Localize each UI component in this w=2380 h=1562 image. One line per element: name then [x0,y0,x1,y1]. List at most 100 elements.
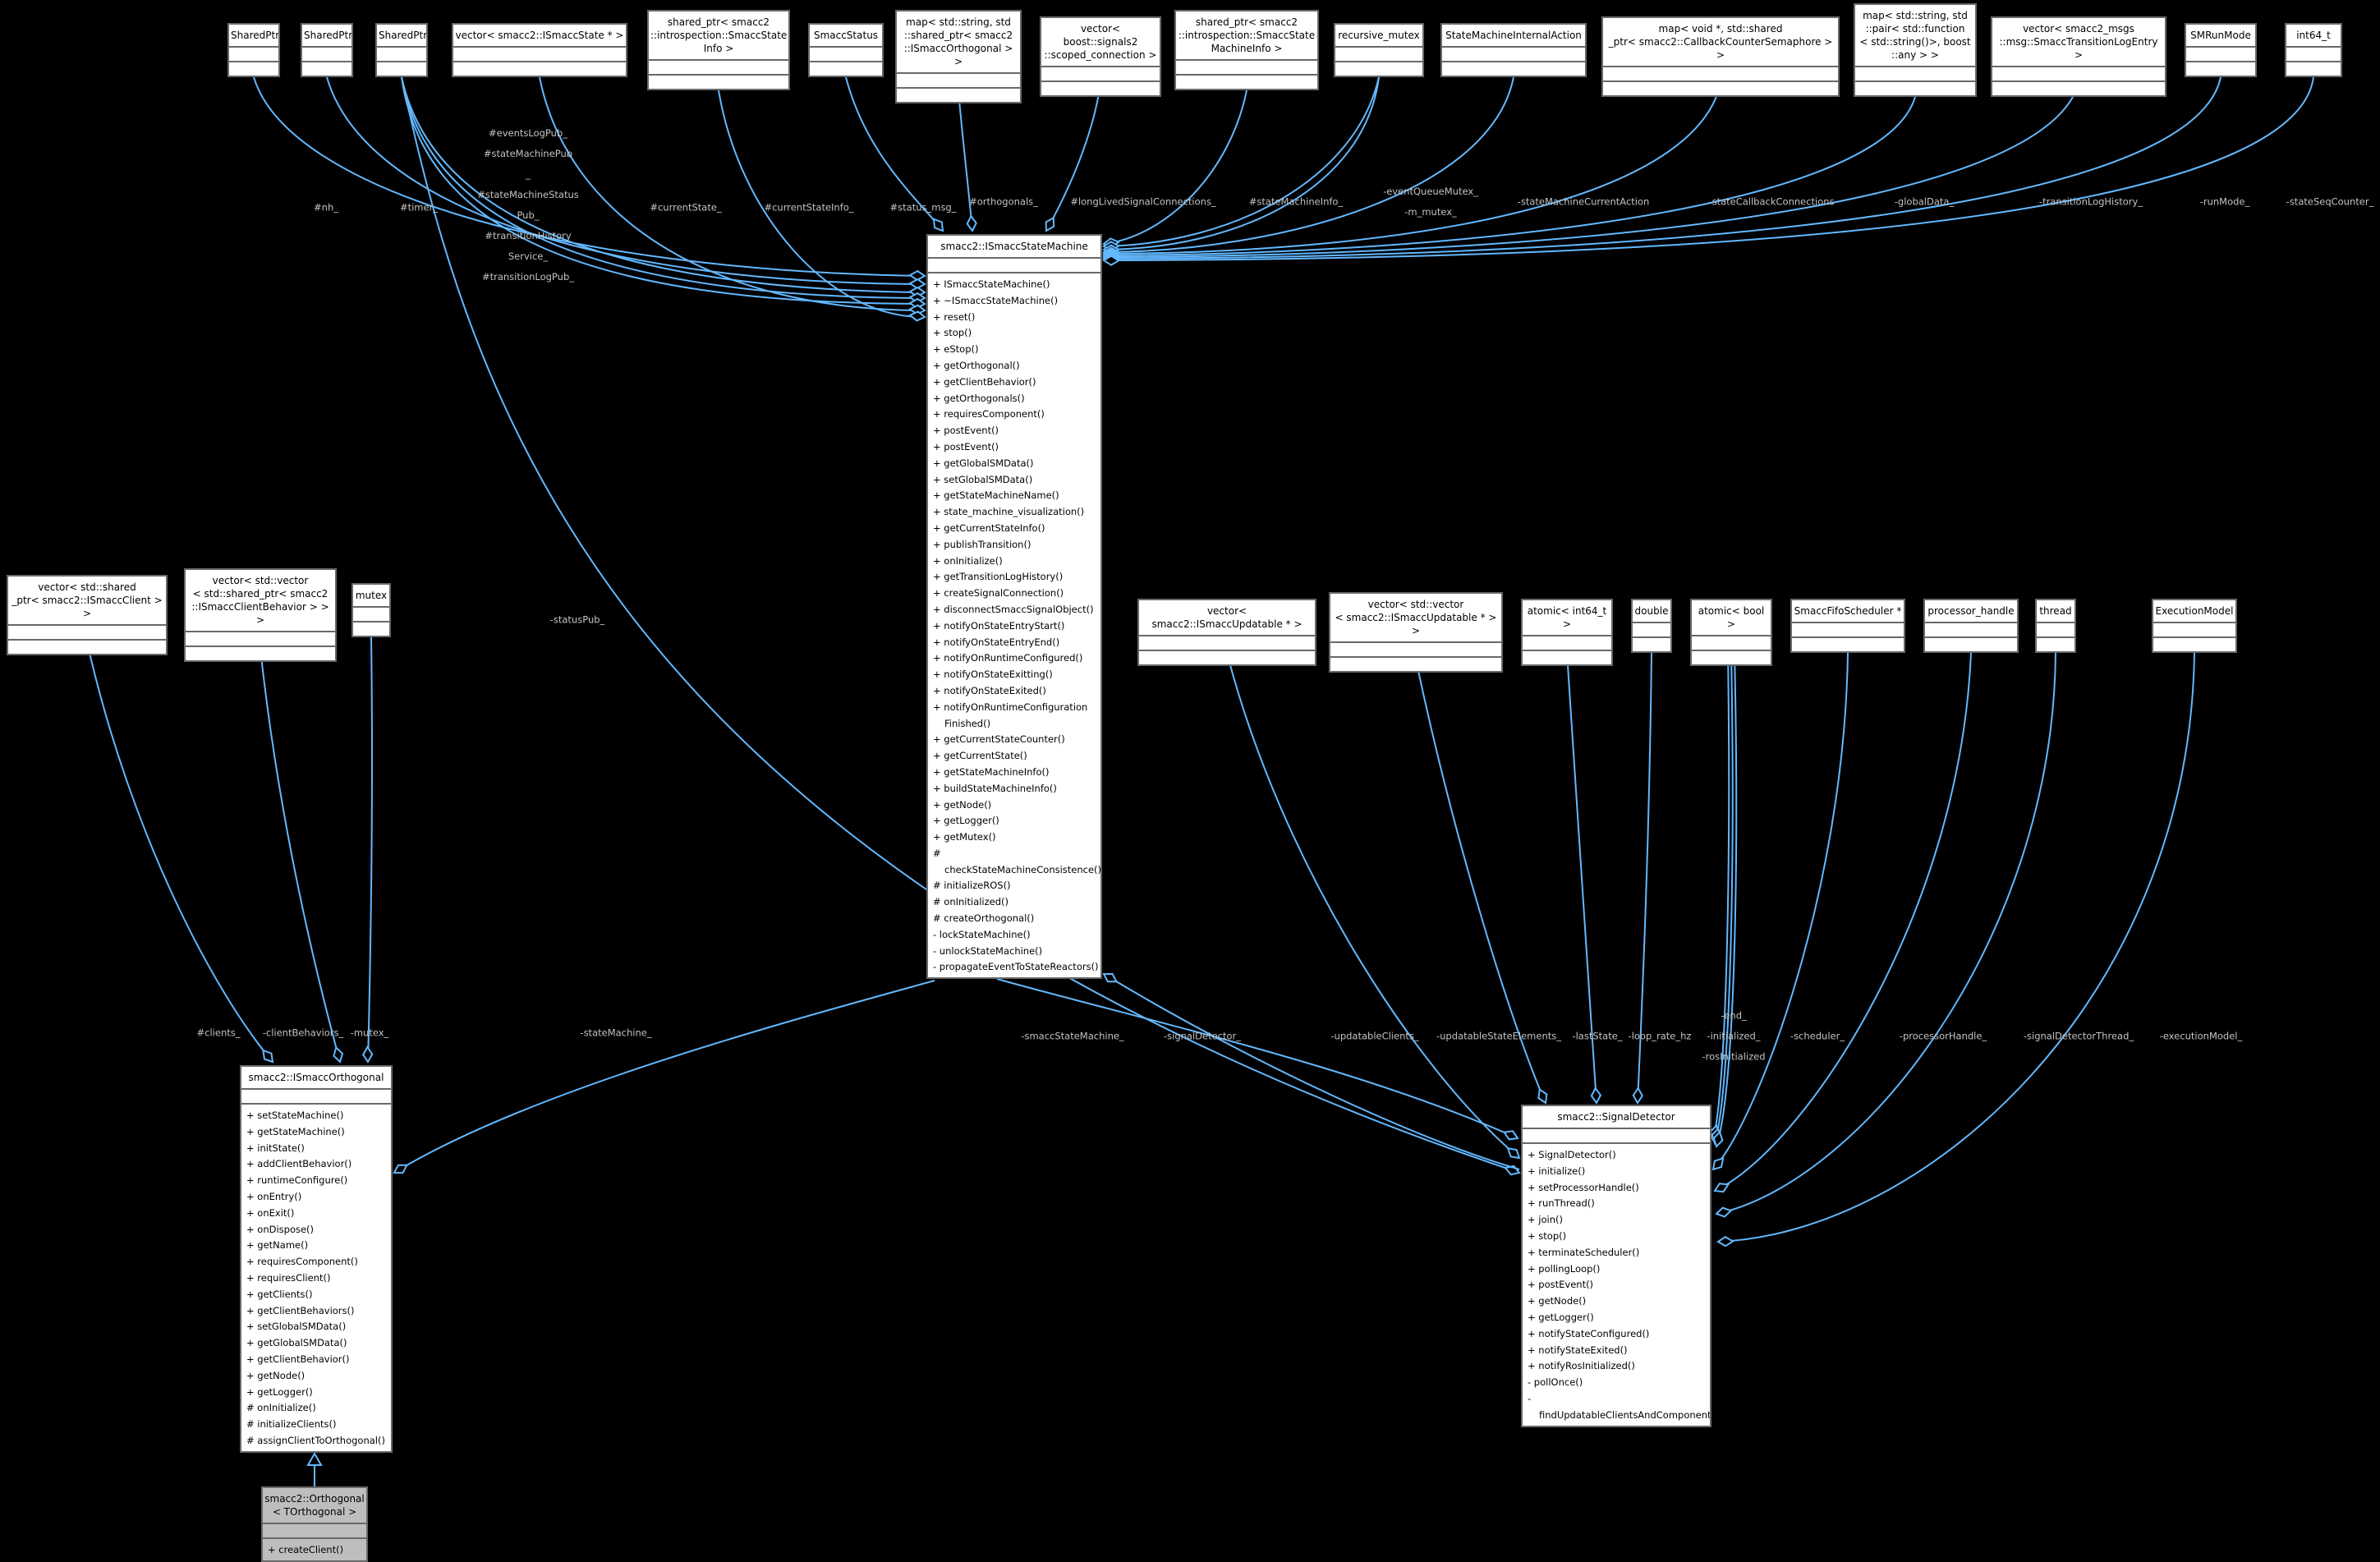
method: + getGlobalSMData() [933,457,1034,469]
method: + runThread() [1528,1197,1595,1210]
node-methods: + ISmaccStateMachine()+ ~ISmaccStateMach… [928,272,1100,977]
type-node-double: double [1631,599,1672,653]
method: + ~ISmaccStateMachine() [933,294,1059,306]
node-attributes [353,606,389,621]
edge-label: #status_msg_ [889,201,957,214]
edge [718,90,926,319]
node-methods [2186,61,2255,76]
type-node-statemachineinternalaction: StateMachineInternalAction [1440,23,1587,77]
method: + reset() [933,310,976,323]
node-attributes [1925,622,2017,636]
node-title: vector< smacc2::ISmaccState * > [455,30,624,41]
edge-label: -smaccStateMachine_ [1021,1030,1124,1042]
node-attributes [1792,622,1904,636]
aggregation-diamond [1502,1130,1519,1141]
method: + runtimeConfigure() [246,1174,348,1187]
edge [1103,83,1721,255]
edge [1716,652,1738,1147]
aggregation-diamond [1537,1087,1548,1105]
edge [367,636,373,1063]
method: + notifyStateExited() [1528,1344,1628,1356]
edge [401,76,926,293]
method: + createSignalConnection() [933,587,1064,600]
edge [1714,652,1972,1192]
type-node-vector-smacctransitionlogentry: vector< smacc2_msgs ::msg::SmaccTransiti… [1991,16,2166,97]
node-attributes [1992,66,2165,80]
edge-label: -eventQueueMutex_ -m_mutex_ [1383,186,1478,218]
edge [401,76,1520,1174]
node-methods [1692,650,1771,664]
method: + disconnectSmaccSignalObject() [933,603,1094,615]
node-methods [2153,636,2235,651]
node-title: vector< std::vector < std::shared_ptr< s… [191,575,329,626]
type-node-processor-handle: processor_handle [1923,599,2019,653]
edge-label: #timer_ [399,201,439,214]
method: + notifyOnStateExitting() [933,668,1053,681]
method: + getClientBehavior() [933,375,1036,388]
edge [260,648,341,1063]
node-attributes [1335,46,1422,61]
type-node-map-string-function-any: map< std::string, std ::pair< std::funct… [1854,3,1977,97]
aggregation-diamond [1506,1147,1521,1160]
method: - updateStatusMessage() [933,976,1099,977]
class-node-signaldetector[interactable]: smacc2::SignalDetector+ SignalDetector()… [1521,1105,1711,1427]
edge-label: #longLivedSignalConnections_ [1070,195,1216,208]
node-methods [2037,636,2074,651]
method: + requiresComponent() [933,408,1045,420]
method: - findUpdatableStateElements() [1528,1424,1708,1426]
edge-label: -stateCallbackConnections [1708,195,1835,208]
method: + getStateMachineInfo() [933,765,1050,778]
class-node-ismaccstatemachine[interactable]: smacc2::ISmaccStateMachine+ ISmaccStateM… [926,234,1102,979]
type-node-sharedptr-1: SharedPtr [227,23,280,77]
method: + getNode() [246,1369,306,1381]
method: + getCurrentStateCounter() [933,733,1065,746]
node-title: processor_handle [1927,605,2015,617]
type-node-vector-scoped-connection: vector< boost::signals2 ::scoped_connect… [1040,16,1161,97]
method: + notifyOnStateEntryStart() [933,619,1065,632]
node-attributes [2186,46,2255,61]
edge [86,641,273,1063]
edge [401,76,926,299]
edge-label: -end_ -initialized_ -rosInitialized [1702,1009,1766,1063]
edge [1103,76,1514,253]
type-node-recursive-mutex: recursive_mutex [1334,23,1424,77]
node-attributes [229,46,278,61]
type-node-smaccstatus: SmaccStatus [808,23,884,77]
method: + setStateMachine() [246,1109,344,1121]
node-title: vector< boost::signals2 ::scoped_connect… [1044,23,1157,61]
node-attributes [1633,622,1670,636]
method: + getNode() [1528,1295,1587,1307]
node-attributes [1523,1128,1710,1142]
method: + notifyOnStateExited() [933,684,1046,696]
node-methods [1792,636,1904,651]
edge-label: -stateSeqCounter_ [2286,195,2374,208]
edge [996,978,1519,1139]
node-methods [1139,650,1315,664]
node-methods [1633,636,1670,651]
node-attributes [377,46,426,61]
node-methods [453,61,626,76]
aggregation-diamond [362,1045,374,1064]
node-title: thread [2039,605,2072,617]
method: + notifyOnRuntimeConfiguration Finished(… [933,701,1088,729]
method: + getName() [246,1239,309,1252]
edge [401,76,926,305]
node-attributes [1442,46,1585,61]
edge-label: -clientBehaviors_ [262,1027,344,1039]
class-node-ismaccorthogonal[interactable]: smacc2::ISmaccOrthogonal+ setStateMachin… [240,1065,393,1453]
method: + getStateMachineName() [933,489,1059,502]
node-methods [1442,61,1585,76]
node-methods: + createClient() [263,1537,366,1560]
edge-label: -stateMachineCurrentAction [1517,195,1650,208]
type-node-vector-vector-ismaccupdatable: vector< std::vector < smacc2::ISmaccUpda… [1329,592,1503,673]
method: + getStateMachine() [246,1125,345,1137]
method: + getClientBehavior() [246,1353,350,1365]
method: + setProcessorHandle() [1528,1181,1639,1193]
method: + notifyRosInitialized() [1528,1360,1635,1372]
type-node-executionmodel: ExecutionModel [2152,599,2237,653]
node-title: vector< std::vector < smacc2::ISmaccUpda… [1335,599,1497,636]
method: + buildStateMachineInfo() [933,782,1057,794]
aggregation-diamond [908,269,926,282]
